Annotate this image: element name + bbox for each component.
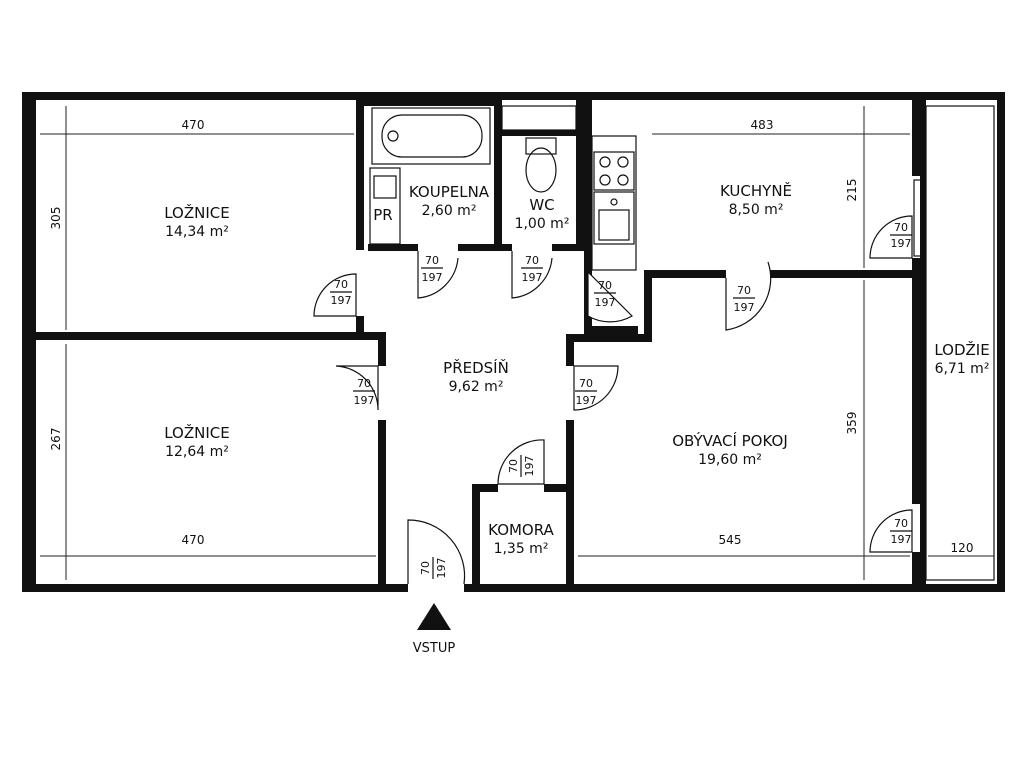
room-koupelna-name: KOUPELNA [409, 183, 490, 201]
svg-text:197: 197 [891, 237, 912, 250]
room-loznice1-area: 14,34 m² [165, 224, 229, 240]
dim-loznice2-depth: 267 [49, 428, 63, 451]
room-komora-area: 1,35 m² [494, 541, 549, 557]
bathtub [371, 107, 491, 165]
dim-kuchyne-depth: 215 [845, 179, 859, 202]
room-loznice2-area: 12,64 m² [165, 444, 229, 460]
dim-loznice2-width: 470 [182, 533, 205, 547]
room-wc-name: WC [529, 196, 554, 214]
room-loznice1-name: LOŽNICE [164, 203, 230, 222]
dim-obyvaci-depth: 359 [845, 412, 859, 435]
svg-text:197: 197 [576, 394, 597, 407]
svg-text:70: 70 [598, 279, 612, 292]
svg-text:197: 197 [595, 296, 616, 309]
door-loggia-living: 70 197 [890, 517, 912, 546]
room-predsin-name: PŘEDSÍŇ [443, 358, 509, 377]
door-bathroom: 70 197 [421, 254, 443, 284]
dim-obyvaci-width: 545 [719, 533, 742, 547]
room-labels: LOŽNICE 14,34 m² LOŽNICE 12,64 m² KOUPEL… [164, 181, 989, 557]
walls [22, 92, 1005, 592]
svg-text:70: 70 [525, 254, 539, 267]
svg-text:70: 70 [894, 221, 908, 234]
kitchen-counter [591, 135, 637, 271]
door-bedroom2: 70 197 [353, 377, 375, 407]
svg-text:70: 70 [357, 377, 371, 390]
dim-lodzie-width: 120 [951, 541, 974, 555]
door-kitchen-living: 70 197 [733, 284, 755, 314]
svg-text:70: 70 [334, 278, 348, 291]
dim-kuchyne-width: 483 [751, 118, 774, 132]
room-lodzie-name: LODŽIE [934, 340, 989, 359]
door-labels: 70 197 70 197 70 197 70 197 70 197 70 19… [330, 221, 912, 579]
door-entrance: 70 197 [419, 557, 448, 579]
svg-text:197: 197 [891, 533, 912, 546]
toilet [525, 137, 557, 193]
room-loznice2-name: LOŽNICE [164, 423, 230, 442]
room-wc-area: 1,00 m² [515, 216, 570, 232]
svg-text:70: 70 [507, 459, 520, 473]
svg-text:197: 197 [522, 271, 543, 284]
svg-text:197: 197 [354, 394, 375, 407]
entrance-arrow-icon [417, 603, 451, 630]
room-koupelna-area: 2,60 m² [422, 203, 477, 219]
dim-loznice1-depth: 305 [49, 207, 63, 230]
dimension-lines [40, 106, 994, 580]
sink [593, 191, 635, 245]
stove [593, 151, 635, 191]
svg-text:197: 197 [331, 294, 352, 307]
room-komora-name: KOMORA [488, 521, 554, 539]
svg-text:197: 197 [523, 456, 536, 477]
svg-text:197: 197 [435, 558, 448, 579]
door-kitchen-hall: 70 197 [594, 279, 616, 309]
svg-text:70: 70 [894, 517, 908, 530]
entrance-label: VSTUP [413, 641, 456, 656]
washing-machine [369, 167, 401, 245]
door-komora: 70 197 [507, 455, 536, 477]
room-kuchyne-name: KUCHYNĚ [720, 181, 792, 200]
svg-text:70: 70 [425, 254, 439, 267]
door-loggia-kitchen: 70 197 [890, 221, 912, 250]
svg-text:70: 70 [419, 561, 432, 575]
door-wc: 70 197 [521, 254, 543, 284]
room-obyvaci-name: OBÝVACÍ POKOJ [672, 431, 788, 450]
room-lodzie-area: 6,71 m² [935, 361, 990, 377]
svg-text:197: 197 [422, 271, 443, 284]
dim-loznice1-width: 470 [182, 118, 205, 132]
door-swings [313, 215, 913, 585]
dimension-labels: 470 305 470 267 483 215 545 359 120 [49, 118, 973, 555]
pr-label: PR [373, 206, 392, 224]
door-bedroom1: 70 197 [330, 278, 352, 307]
svg-text:70: 70 [579, 377, 593, 390]
door-living: 70 197 [575, 377, 597, 407]
svg-text:197: 197 [734, 301, 755, 314]
room-predsin-area: 9,62 m² [449, 379, 504, 395]
room-kuchyne-area: 8,50 m² [729, 202, 784, 218]
svg-text:70: 70 [737, 284, 751, 297]
room-obyvaci-area: 19,60 m² [698, 452, 762, 468]
windows [24, 131, 923, 519]
